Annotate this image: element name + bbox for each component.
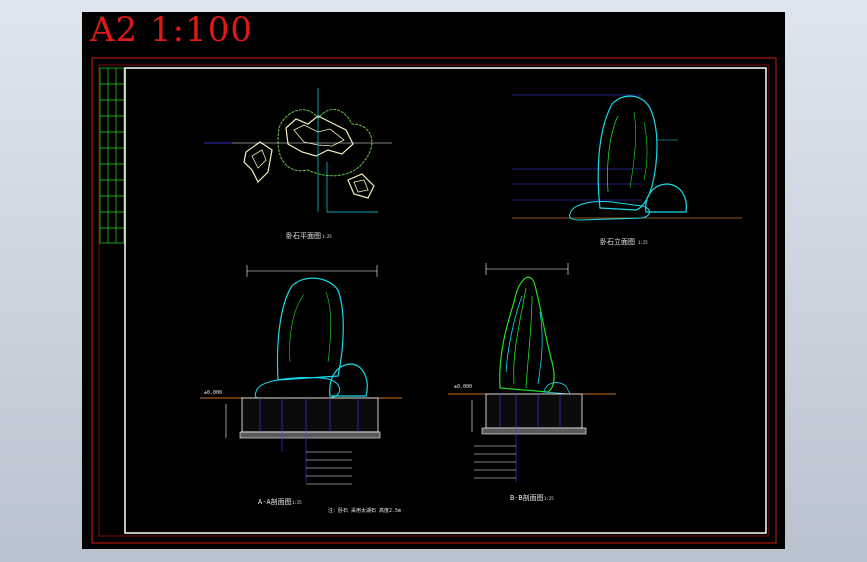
elevation-title: 卧石立面图 [600, 237, 635, 246]
section-a-ground-level: ±0.000 [204, 390, 222, 396]
section-b-title: B-B剖面图 [510, 493, 544, 502]
drawing-sheet[interactable]: A2 1:100 [82, 10, 785, 549]
plan-view [204, 88, 392, 213]
section-a-title: A-A剖面图 [258, 497, 292, 506]
section-b-ground-level: ±0.000 [454, 384, 472, 390]
section-b-view [448, 263, 616, 482]
plan-scale: 1:25 [322, 234, 332, 239]
general-note: 注：卧石 采用太湖石 高度2.5m [328, 507, 401, 514]
section-a-scale: 1:25 [292, 500, 302, 505]
elevation-view [512, 94, 742, 221]
elevation-scale: 1:25 [638, 240, 648, 245]
title-block [99, 67, 125, 244]
plan-title: 卧石平面图 [286, 232, 321, 240]
cad-drawing: 卧石平面图 1:25 卧石立面图 1:25 [91, 57, 777, 544]
outer-border [91, 57, 777, 544]
inner-border [98, 64, 770, 537]
section-b-scale: 1:25 [544, 496, 554, 501]
section-a-view [200, 265, 402, 485]
drawing-frame [124, 67, 767, 534]
scale-title: A2 1:100 [90, 10, 253, 50]
